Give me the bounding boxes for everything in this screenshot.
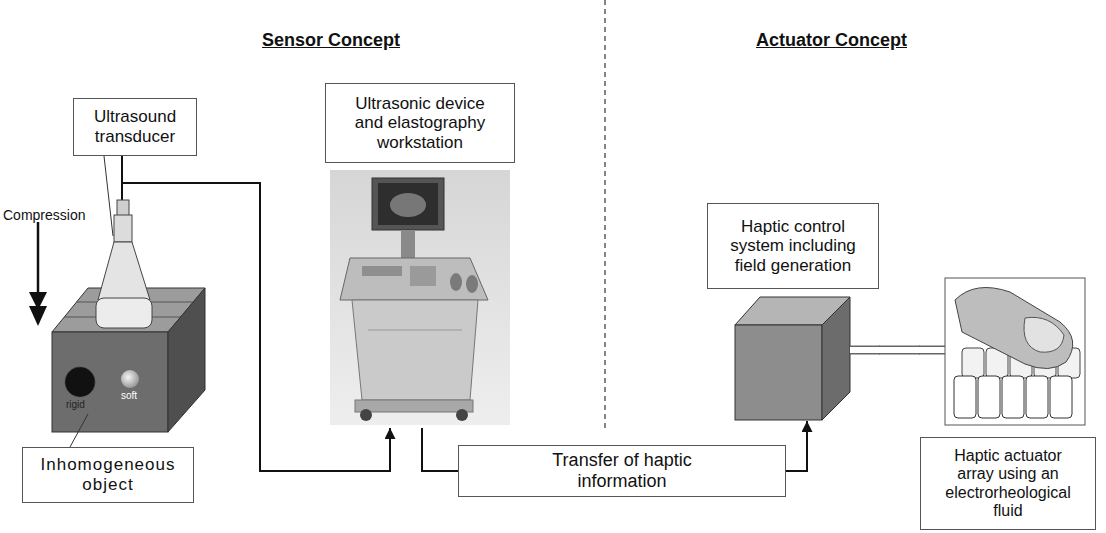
actuator-cell — [978, 376, 1000, 418]
node-text: Transfer of haptic information — [527, 450, 717, 491]
actuator-picture — [945, 278, 1085, 425]
finger — [955, 288, 1073, 369]
cart-body — [352, 300, 478, 400]
tube-outer — [879, 346, 920, 355]
section-heading: Actuator Concept — [756, 30, 907, 51]
probe-cable — [121, 183, 123, 201]
probe-holder — [466, 275, 478, 293]
monitor-screen — [378, 183, 438, 225]
probe-head — [96, 298, 152, 328]
node-text: Haptic control system including field ge… — [718, 217, 868, 276]
cube-side — [822, 297, 850, 420]
node-text: Ultrasonic device and elastography works… — [343, 94, 498, 153]
control-panel — [340, 258, 488, 300]
tube-segment — [919, 346, 946, 355]
inclusion-label: rigid — [66, 399, 85, 411]
tube-segment — [850, 347, 880, 353]
divider-line — [604, 0, 605, 430]
node-text: Haptic actuator array using an electrorh… — [939, 447, 1077, 521]
force-label: Compression — [3, 207, 85, 223]
tube-segment — [919, 347, 946, 353]
inclusion-label: soft — [121, 390, 137, 402]
actuator-cell — [954, 376, 976, 418]
actuator-cell — [1002, 376, 1024, 418]
label-box: Inhomogeneous object — [22, 447, 194, 503]
connector — [786, 421, 807, 471]
monitor-arm — [401, 230, 415, 258]
leader-line — [104, 156, 113, 236]
probe-holder — [450, 273, 462, 291]
cube-side — [168, 288, 205, 432]
workstation-photo — [330, 170, 510, 425]
ultrasound-image — [390, 193, 426, 217]
keyboard — [362, 266, 402, 276]
actuator-cell — [1026, 376, 1048, 418]
probe-body — [98, 242, 150, 300]
device-node: Ultrasonic device and elastography works… — [325, 83, 517, 428]
connector — [122, 156, 390, 471]
compression-arrow — [37, 222, 40, 300]
leader-line — [70, 414, 88, 447]
panel-line — [368, 330, 462, 331]
label-box: Ultrasound transducer — [73, 98, 197, 156]
keyboard — [410, 266, 436, 286]
cube-front — [52, 332, 168, 432]
connector-line — [422, 428, 458, 471]
node-text: Ultrasound transducer — [74, 107, 196, 146]
connector — [879, 350, 920, 351]
connector — [422, 428, 458, 471]
node-text: Inhomogeneous object — [23, 455, 193, 494]
actuator-cell — [1050, 376, 1072, 418]
probe-neck — [117, 200, 129, 216]
text-box: Haptic control system including field ge… — [707, 203, 879, 289]
monitor — [372, 178, 444, 230]
text-box: Haptic actuator array using an electrorh… — [920, 437, 1096, 530]
probe-handle — [114, 215, 132, 242]
cube-front — [735, 325, 822, 420]
section-heading: Sensor Concept — [262, 30, 400, 51]
actuator-cell — [962, 348, 984, 378]
text-box: Ultrasonic device and elastography works… — [325, 83, 515, 163]
process-box: Transfer of haptic information — [458, 445, 786, 497]
tube-segment — [850, 346, 880, 355]
soft-inclusion — [121, 370, 139, 388]
connector-line — [786, 421, 807, 471]
connector-line — [122, 156, 390, 471]
cart-base — [355, 400, 473, 412]
actuator-node: Haptic actuator array using an electrorh… — [920, 276, 1096, 531]
tube-inner — [879, 347, 920, 353]
rigid-inclusion — [65, 367, 95, 397]
wheel — [456, 409, 468, 421]
finger-nail — [1024, 317, 1064, 352]
control-node: Haptic control system including field ge… — [707, 203, 879, 421]
arrow-head — [29, 306, 47, 326]
wheel — [360, 409, 372, 421]
